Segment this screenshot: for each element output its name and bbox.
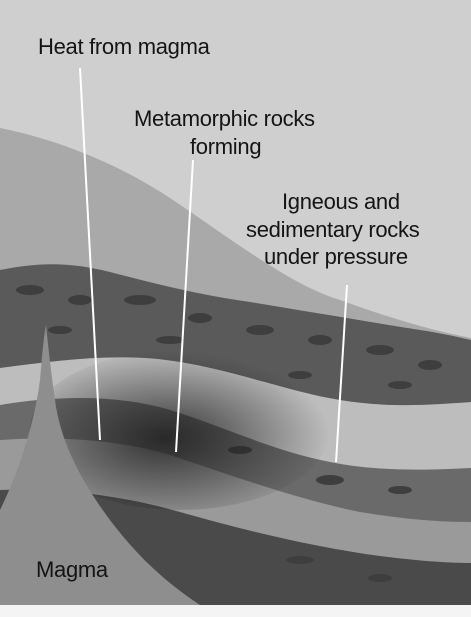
label-igneous-line1: Igneous and <box>282 189 400 214</box>
label-igneous-line2: sedimentary rocks <box>246 217 420 242</box>
label-metamorphic-line2: forming <box>190 134 261 159</box>
label-igneous-line3: under pressure <box>264 244 408 269</box>
label-heat-from-magma: Heat from magma <box>38 34 211 59</box>
label-magma: Magma <box>36 557 109 582</box>
label-metamorphic-line1: Metamorphic rocks <box>134 106 315 131</box>
bottom-margin <box>0 605 471 617</box>
